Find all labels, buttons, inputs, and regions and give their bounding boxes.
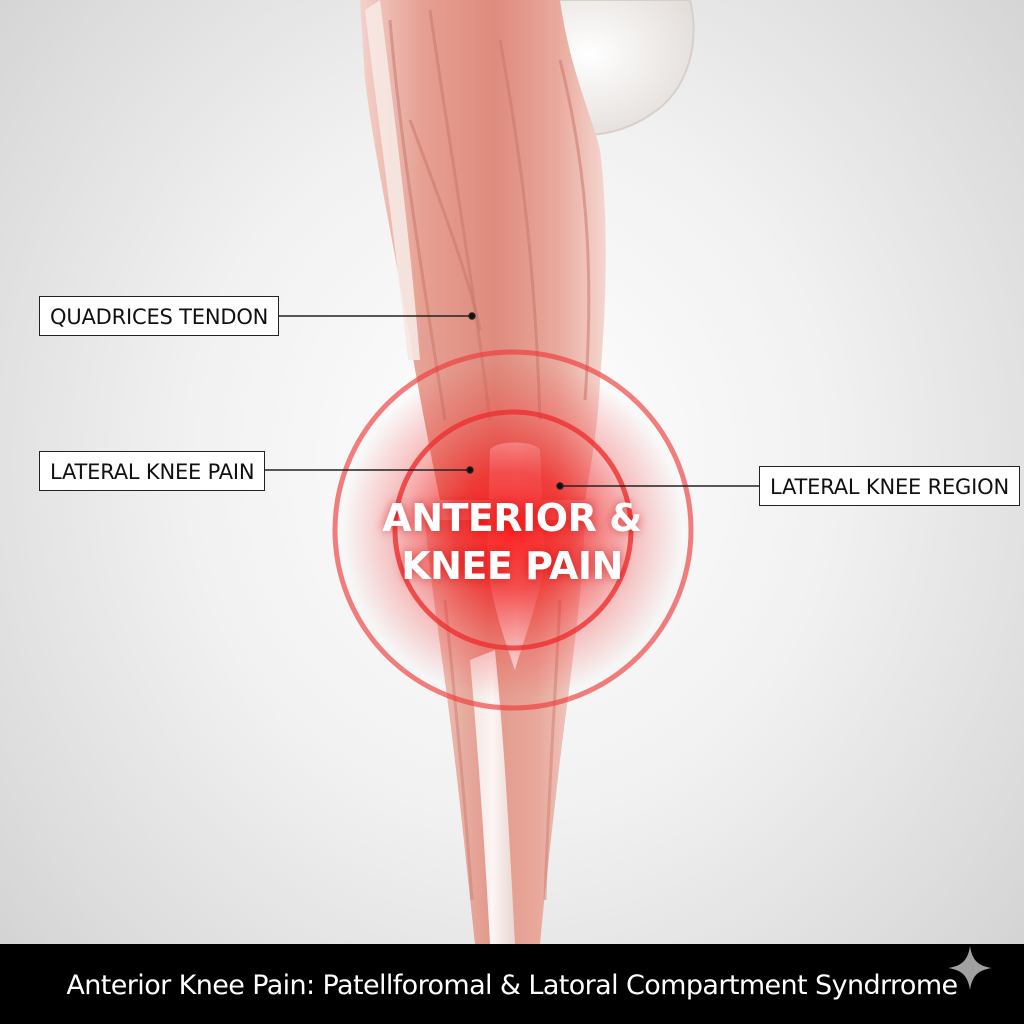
muscle-striations <box>388 9 591 421</box>
leader-lines <box>248 312 759 490</box>
leader-dot-quadriceps <box>468 312 476 320</box>
pain-ring-outer <box>332 349 694 711</box>
shin-tendon <box>470 650 515 944</box>
caption-bar: Anterior Knee Pain: Patellforomal & Lato… <box>0 944 1024 1024</box>
pain-ring-inner <box>392 409 634 651</box>
pain-zone-label: ANTERIOR & KNEE PAIN <box>362 494 662 590</box>
pain-zone-line-1: ANTERIOR & <box>382 496 642 540</box>
leader-dot-lateral-pain <box>466 466 474 474</box>
leg-anatomy-illustration <box>248 0 759 944</box>
callout-quadriceps-tendon: QUADRICES TENDON <box>39 296 280 336</box>
leader-dot-lateral-region <box>556 482 564 490</box>
sparkle-icon <box>948 946 992 990</box>
pain-zone-line-2: KNEE PAIN <box>401 544 623 588</box>
callout-lateral-knee-region: LATERAL KNEE REGION <box>759 466 1020 506</box>
it-band-strip <box>365 0 420 360</box>
callout-lateral-knee-pain: LATERAL KNEE PAIN <box>39 451 266 491</box>
caption-text: Anterior Knee Pain: Patellforomal & Lato… <box>66 970 958 1001</box>
